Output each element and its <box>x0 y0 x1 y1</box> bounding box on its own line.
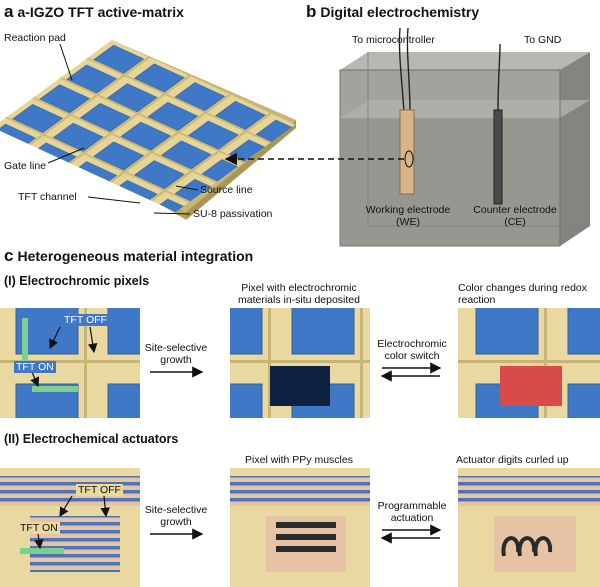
tft-channel-pointer <box>87 196 141 204</box>
gate-line-pointer <box>47 147 85 164</box>
to-microcontroller-label: To microcontroller <box>352 34 435 46</box>
we-wire-b <box>406 27 411 113</box>
row2-caption-3: Actuator digits curled up <box>456 454 569 466</box>
to-gnd-label: To GND <box>524 34 562 46</box>
row1-on-arrow <box>30 371 40 388</box>
curled-digit-3 <box>533 536 553 557</box>
ce-wire <box>497 43 501 111</box>
counter-electrode-label: Counter electrode(CE) <box>473 204 557 229</box>
row2-tile3 <box>458 468 600 587</box>
row2-tft-on-label: TFT ON <box>18 522 60 535</box>
ppy-muscle-2 <box>276 534 336 540</box>
row2-on-arrow <box>34 533 44 550</box>
row1-title: (I) Electrochromic pixels <box>4 274 150 288</box>
electrochemical-cell-illustration <box>339 52 590 247</box>
ppy-muscle-3 <box>276 546 336 552</box>
passivation-pointer <box>153 212 191 215</box>
row1-off-arrow-1 <box>49 326 61 350</box>
passivation-label: SU-8 passivation <box>193 208 273 220</box>
row1-tft-off-label: TFT OFF <box>62 314 109 327</box>
row1-tile3 <box>458 308 600 418</box>
ppy-muscle-1 <box>276 522 336 528</box>
source-line-label: Source line <box>200 184 253 196</box>
electrochromic-deposit <box>270 366 330 406</box>
reaction-pad-label: Reaction pad <box>4 32 66 44</box>
row1-tile2 <box>230 308 370 418</box>
reaction-pad-pointer <box>59 43 73 81</box>
row2-title: (II) Electrochemical actuators <box>4 432 179 446</box>
tft-array-illustration <box>0 40 296 220</box>
row2-tile1 <box>0 468 140 587</box>
row2-tile2 <box>230 468 370 587</box>
tft-channel-label: TFT channel <box>18 191 77 203</box>
counter-electrode <box>493 109 503 205</box>
row1-off-arrow-2 <box>87 326 98 354</box>
row2-tft-off-label: TFT OFF <box>76 484 123 497</box>
we-zoom-circle <box>404 150 414 168</box>
source-line-pointer <box>175 185 199 191</box>
row2-caption-2: Pixel with PPy muscles <box>245 454 353 466</box>
row1-tft-on-label: TFT ON <box>14 361 56 374</box>
color-changed-deposit <box>500 366 562 406</box>
row2-off-arrow-1 <box>59 495 73 518</box>
gate-line-label: Gate line <box>4 160 47 172</box>
working-electrode-label: Working electrode(WE) <box>365 204 451 229</box>
row2-off-arrow-2 <box>100 495 110 518</box>
we-wire-a <box>398 27 405 113</box>
